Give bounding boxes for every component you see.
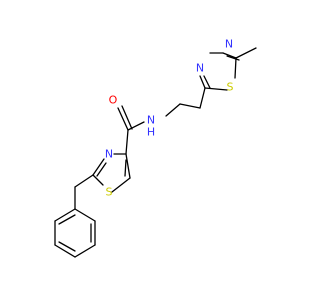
bond-lines <box>54 47 257 258</box>
thiadiazole-nitrogen-right: N <box>225 38 233 51</box>
thiazole-sulfur-atom: S <box>106 186 113 199</box>
amide-hydrogen-atom: H <box>147 126 155 139</box>
amide-nitrogen-atom: N <box>147 114 155 127</box>
molecule-structure-canvas: O N H N N S N S <box>54 37 257 258</box>
molecule-structure-diagram: O N H N N S N S <box>54 38 257 258</box>
thiadiazole-nitrogen-left: N <box>196 62 204 75</box>
oxygen-atom: O <box>109 94 118 107</box>
thiadiazole-sulfur-atom: S <box>227 81 234 94</box>
thiazole-nitrogen-atom: N <box>105 148 113 161</box>
